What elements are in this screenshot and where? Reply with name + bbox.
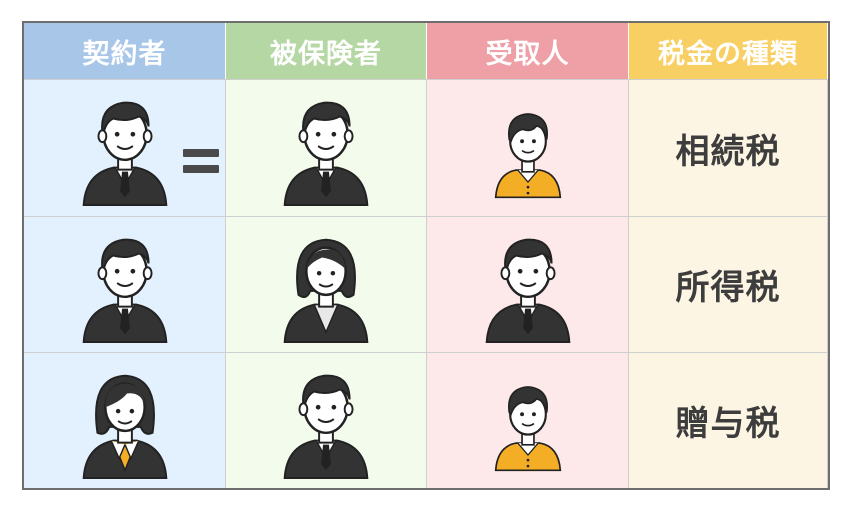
- row1-contractor: [24, 79, 226, 216]
- man-suit-icon: [81, 101, 168, 207]
- woman-suit-icon: [283, 238, 369, 343]
- man-suit-icon: [81, 237, 168, 343]
- header-tax-type: 税金の種類: [629, 23, 828, 79]
- equal-bar-bottom: [183, 165, 219, 173]
- row3-contractor: [24, 352, 226, 488]
- row2-insured: [226, 216, 427, 352]
- man-suit-icon: [484, 237, 571, 343]
- row2-contractor: [24, 216, 226, 352]
- row3-tax-type: 贈与税: [629, 352, 828, 488]
- header-contractor: 契約者: [24, 23, 226, 79]
- man-casual-icon: [494, 112, 561, 199]
- man-casual-icon: [494, 385, 561, 471]
- man-suit-icon: [283, 101, 369, 207]
- equal-bar-top: [183, 149, 219, 157]
- man-suit-icon: [283, 373, 369, 479]
- row1-insured: [226, 79, 427, 216]
- row2-recipient: [427, 216, 629, 352]
- row1-tax-type: 相続税: [629, 79, 828, 216]
- insurance-tax-table: 契約者 被保険者 受取人 税金の種類 相続税 所得税 贈与税: [22, 21, 830, 490]
- equal-sign: [183, 146, 219, 176]
- row1-recipient: [427, 79, 629, 216]
- woman-casual-icon: [81, 374, 168, 479]
- header-insured: 被保険者: [226, 23, 427, 79]
- row3-insured: [226, 352, 427, 488]
- row3-recipient: [427, 352, 629, 488]
- header-recipient: 受取人: [427, 23, 629, 79]
- row2-tax-type: 所得税: [629, 216, 828, 352]
